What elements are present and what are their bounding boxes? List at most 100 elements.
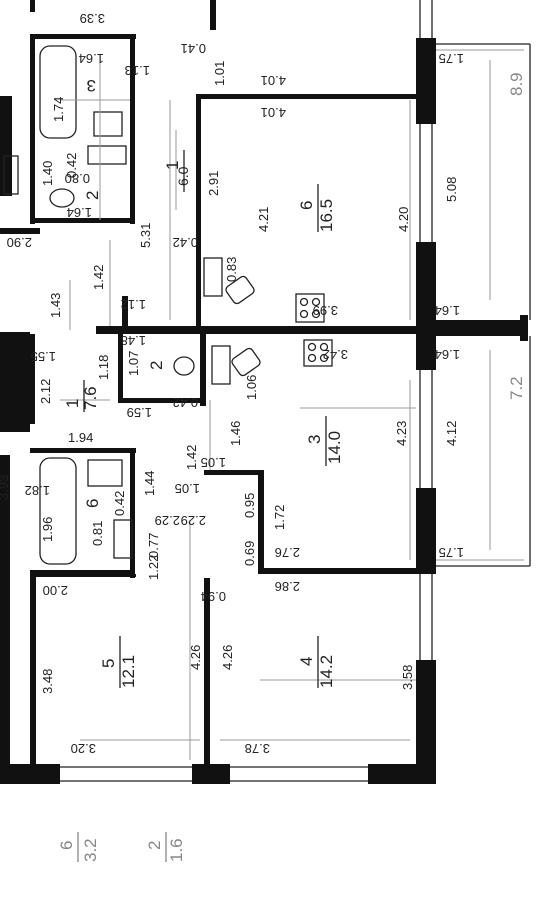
wall-left-edge-low <box>0 455 10 765</box>
dim-label: 1.96 <box>40 517 55 542</box>
wall-room3-left-top <box>204 470 262 475</box>
dim-label: 3.42 <box>323 347 348 362</box>
dim-label: 4.26 <box>188 645 203 670</box>
dim-label: 0.95 <box>242 493 257 518</box>
dim-label: 2.29 <box>155 513 180 528</box>
fixtures <box>3 45 333 565</box>
dim-label: 1.64 <box>435 303 460 318</box>
wall-bath-left <box>30 34 35 224</box>
dim-label: 1.06 <box>244 375 259 400</box>
legend-area: 1.6 <box>167 838 186 862</box>
wall-wc-right <box>200 334 206 406</box>
dim-label: 0.42 <box>64 153 79 178</box>
stove-lower <box>303 339 333 367</box>
wall-left-edge-mid <box>0 332 30 432</box>
wall-lower-right <box>416 660 436 784</box>
wall-top-left-stub <box>30 0 35 12</box>
dim-label: 1.05 <box>175 481 200 496</box>
room-number: 3 <box>87 76 96 95</box>
dim-label: 1.46 <box>228 421 243 446</box>
radiator-hall <box>203 257 223 297</box>
wall-room5-top <box>36 574 136 577</box>
legend-area: 3.2 <box>81 838 100 862</box>
dim-label: 1.01 <box>212 61 227 86</box>
dim-label: 3.48 <box>40 669 55 694</box>
room-number: 1 <box>163 161 182 170</box>
dimension-lines <box>60 60 491 760</box>
wall-bath-bottom <box>30 218 135 223</box>
wall-left-edge-top <box>0 96 12 196</box>
room-number: 4 <box>297 657 316 666</box>
wall-room6-top <box>196 94 416 99</box>
wall-wc-left <box>118 334 123 402</box>
dim-label: 2.91 <box>206 171 221 196</box>
wall-top-stub <box>210 0 216 30</box>
room-number: 5 <box>99 659 118 668</box>
room-number: 2 <box>83 191 102 200</box>
dim-label: 0.69 <box>242 541 257 566</box>
wall-bottom-left <box>0 764 60 784</box>
dim-label: 1.07 <box>126 351 141 376</box>
toilet-top <box>49 188 75 208</box>
wall-wc-bottom <box>118 398 206 403</box>
wall-room6-left <box>196 94 201 326</box>
dim-label: 4.20 <box>396 207 411 232</box>
wall-balcony-divider-end <box>520 315 528 341</box>
dim-label: 3.20 <box>71 741 96 756</box>
radiator-lower <box>113 519 133 559</box>
dim-label: 1.44 <box>142 471 157 496</box>
room-number: 6 <box>83 499 102 508</box>
wall-pillar-top-right <box>416 38 436 124</box>
wall-left-lower <box>30 570 36 766</box>
dim-label: 2.29 <box>181 513 206 528</box>
dim-label: 1.12 <box>121 297 146 312</box>
wall-room3-bottom <box>258 568 416 574</box>
dim-label: 4.01 <box>261 105 286 120</box>
walls <box>0 0 531 784</box>
wall-bath-top <box>30 34 136 39</box>
radiator-wc <box>211 345 231 385</box>
legend-number: 2 <box>145 841 164 850</box>
dim-label: 8.9 <box>507 72 526 96</box>
dim-label: 4.01 <box>261 73 286 88</box>
legend-number: 6 <box>57 841 76 850</box>
wall-balcony-divider <box>436 320 526 336</box>
dim-label: 0.42 <box>173 235 198 250</box>
dim-label: 3.39 <box>80 11 105 26</box>
dim-label: 2.76 <box>275 545 300 560</box>
dim-label: 1.18 <box>96 355 111 380</box>
room-area: 12.1 <box>119 655 138 688</box>
wall-room4-5-divider <box>204 578 210 768</box>
dim-label: 0.42 <box>112 491 127 516</box>
wall-bath2-bottom <box>30 570 135 575</box>
dim-label: 3.78 <box>245 741 270 756</box>
dim-label: 0.81 <box>90 521 105 546</box>
dim-label: 0.94 <box>201 589 226 604</box>
dim-label: 2.12 <box>38 379 53 404</box>
dim-label: 2.00 <box>43 583 68 598</box>
dim-label: 1.64 <box>79 51 104 66</box>
room-area: 6.0 <box>175 166 191 186</box>
dim-label: 1.75 <box>439 51 464 66</box>
room-area: 7.6 <box>81 386 100 410</box>
dim-label: 1.43 <box>48 293 63 318</box>
wall-room3-left <box>258 470 264 574</box>
dim-label: 1.72 <box>272 505 287 530</box>
stove-top <box>295 293 325 323</box>
dim-label: 4.12 <box>444 421 459 446</box>
dim-label: 3.58 <box>400 665 415 690</box>
dim-label: 1.42 <box>91 265 106 290</box>
dim-label: 3.93 <box>0 475 11 500</box>
wall-bottom-mid <box>192 764 230 784</box>
dim-label: 1.55 <box>31 349 56 364</box>
dim-label: 7.2 <box>507 376 526 400</box>
dim-label: 1.22 <box>146 555 161 580</box>
toilet-wc <box>173 356 195 376</box>
dim-label: 2.90 <box>7 235 32 250</box>
room-number: 1 <box>63 399 82 408</box>
room-area: 14.0 <box>325 431 344 464</box>
dim-label: 1.75 <box>439 545 464 560</box>
dim-label: 1.48 <box>121 333 146 348</box>
dim-label: 4.21 <box>256 207 271 232</box>
